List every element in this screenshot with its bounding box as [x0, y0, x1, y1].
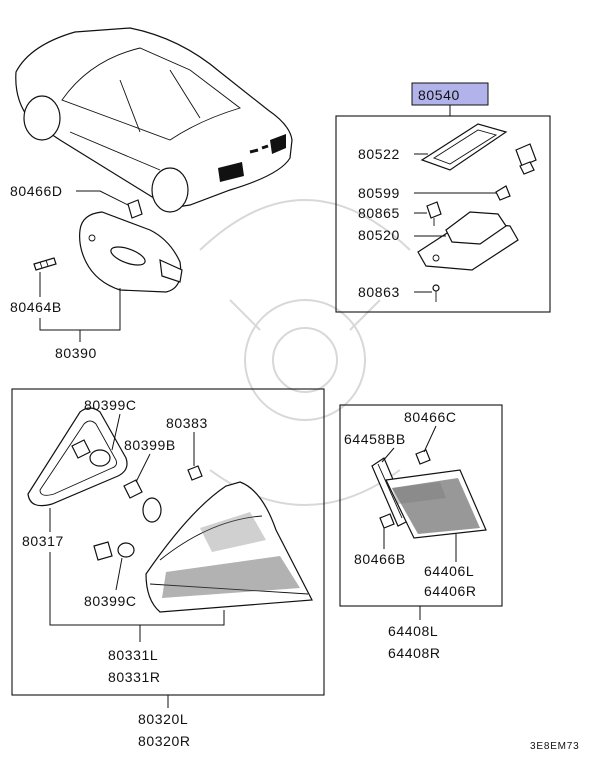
diagram-code: 3E8EM73	[530, 741, 580, 752]
car-illustration	[15, 27, 293, 213]
label-80466D: 80466D	[10, 183, 63, 199]
label-80466C: 80466C	[404, 409, 457, 425]
bulb-80599	[495, 185, 511, 201]
gasket-80522	[420, 123, 508, 171]
label-64406R: 64406R	[424, 583, 477, 599]
label-80383: 80383	[166, 415, 208, 431]
label-80599: 80599	[358, 185, 400, 201]
bulb-80399C-bottom	[93, 541, 135, 561]
screw-80863	[432, 284, 440, 302]
label-64406L: 64406L	[424, 563, 474, 579]
watermark-emblem	[199, 199, 411, 506]
lamp-80390	[79, 211, 183, 293]
nut-80383	[187, 465, 203, 481]
lens-80331	[145, 481, 313, 613]
label-80320R: 80320R	[138, 733, 191, 749]
label-80399C-top: 80399C	[84, 397, 137, 413]
label-80865: 80865	[358, 205, 400, 221]
label-80320L: 80320L	[138, 711, 188, 727]
label-64408R: 64408R	[388, 645, 441, 661]
label-80390: 80390	[55, 345, 97, 361]
label-64458BB: 64458BB	[344, 431, 406, 447]
label-80331L: 80331L	[108, 647, 158, 663]
bulb-part	[515, 143, 537, 175]
clip-80466B	[379, 513, 395, 529]
bulb-80399C-top	[71, 439, 111, 467]
label-80522: 80522	[358, 146, 400, 162]
license-lamp-group-box	[335, 115, 551, 313]
lamp-housing-80520	[417, 211, 519, 271]
screw-80464B	[33, 257, 57, 271]
reflector-group-box	[339, 404, 503, 607]
label-80863: 80863	[358, 284, 400, 300]
label-80317: 80317	[22, 533, 64, 549]
label-80520: 80520	[358, 227, 400, 243]
label-80466B: 80466B	[354, 551, 406, 567]
reflector-64406	[385, 469, 487, 539]
label-80399C-bottom: 80399C	[84, 593, 137, 609]
label-64408L: 64408L	[388, 623, 438, 639]
bulb-80399B	[123, 479, 162, 523]
label-80464B: 80464B	[10, 299, 62, 315]
clip-80466D	[127, 199, 143, 219]
label-80540: 80540	[418, 87, 460, 103]
clip-80865	[426, 201, 442, 226]
label-80331R: 80331R	[108, 669, 161, 685]
label-80399B: 80399B	[124, 437, 176, 453]
clip-80466C	[415, 449, 431, 465]
